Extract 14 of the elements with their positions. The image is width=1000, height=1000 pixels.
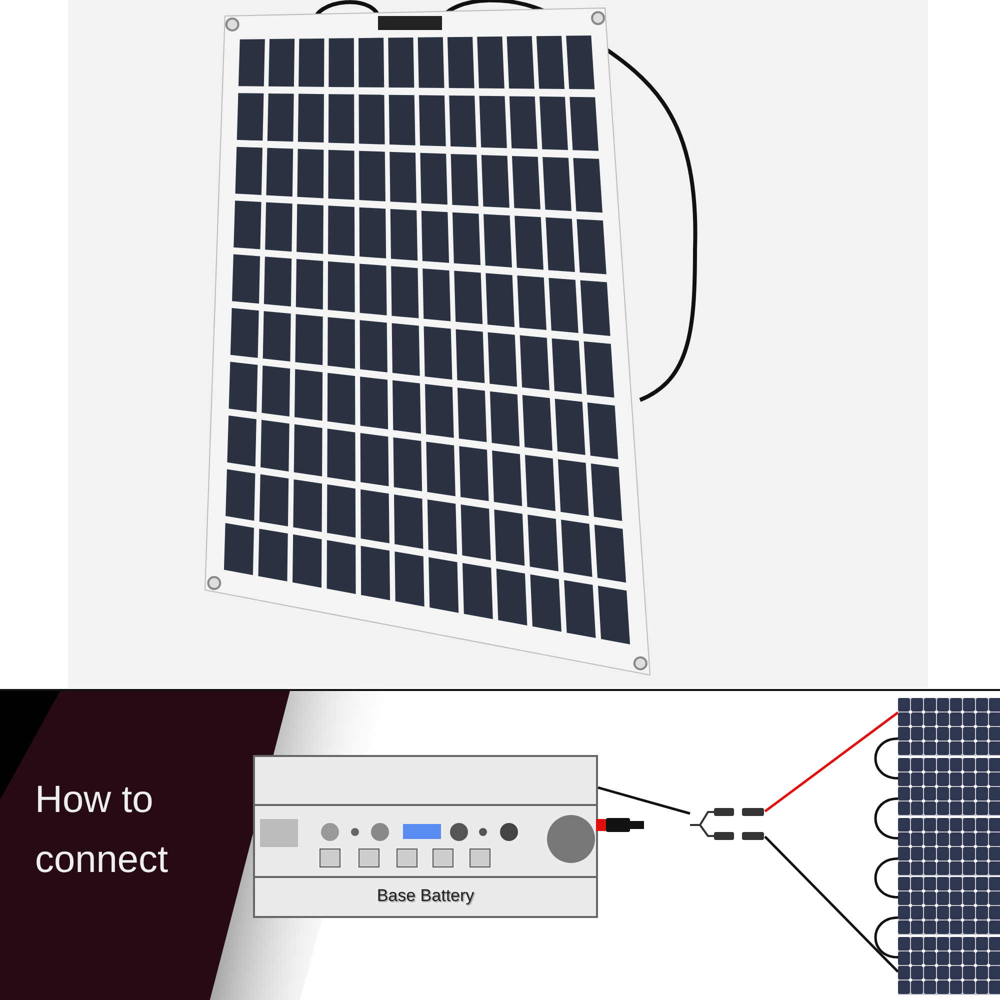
solar-panel-picture: [898, 937, 1000, 995]
wire: [874, 797, 898, 840]
wire: [764, 712, 899, 812]
solar-panel-picture: [898, 758, 1000, 816]
title: How to connect: [35, 778, 170, 883]
device-label: Base Battery: [376, 886, 476, 906]
solar-panel-picture: [898, 818, 1000, 876]
wire: [764, 836, 899, 973]
solar-panel-picture: [898, 877, 1000, 935]
wire: [874, 857, 898, 899]
wire: [874, 737, 898, 780]
wire: [598, 786, 690, 815]
wire: [874, 916, 898, 959]
solar-panel-picture: [898, 698, 1000, 756]
